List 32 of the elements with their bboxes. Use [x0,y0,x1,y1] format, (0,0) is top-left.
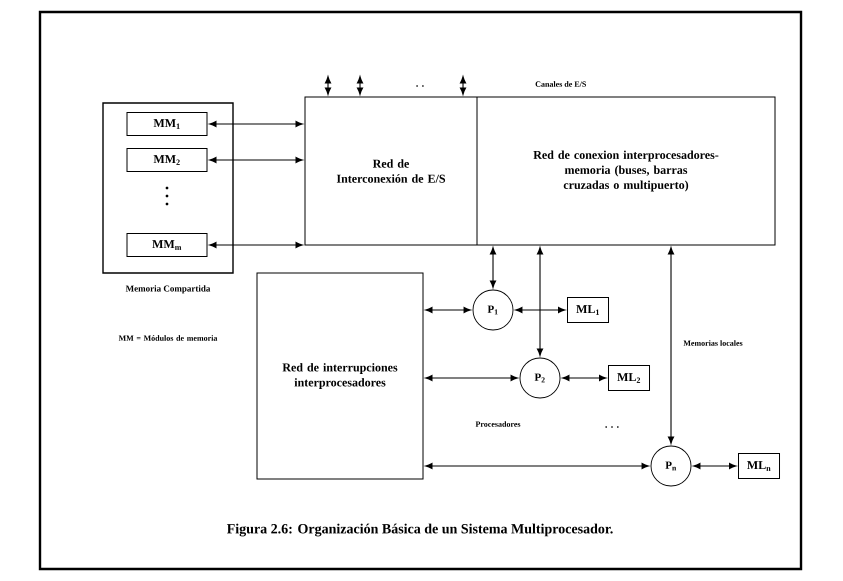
module-box: ML$_{n}$ [738,453,780,479]
arrow [668,247,674,444]
module-box: MM$_{2}$ [126,148,208,172]
arrow [460,76,466,95]
legend-note: MM = Módulos de memoria [118,335,218,341]
network-box: Red de interrupciones interprocesadores [256,272,424,480]
ellipsis-dots: . . [416,85,424,87]
network-box: Red de conexion interprocesadores-memoria (buses, barras cruzadas o multipuerto) [476,96,776,246]
arrow [356,76,364,95]
module-box: ML$_{1}$ [567,297,609,323]
memory-label: Memorias locales [682,339,744,347]
module-box: MM$_{1}$ [126,112,208,136]
arrow [425,374,518,382]
arrow [490,247,496,288]
arrow [324,76,332,95]
arrow [425,306,471,314]
caption: Figura 2.6: Organización Básica de un Sistema Multiprocesador. [226,524,613,536]
ellipsis-dots: . . . [605,426,619,428]
module-box: ML$_{2}$ [608,365,650,391]
processor-label: Procesadores [476,421,520,427]
arrow [209,242,303,248]
arrow [425,462,649,470]
module-box: MM$_{m}$ [126,233,208,257]
arrow [515,306,566,314]
network-box: Red de Interconexión de E/S [304,96,478,246]
channel-label: Canales de E/S [536,81,586,87]
arrow [562,374,606,382]
arrow [209,156,303,164]
arrow [693,462,736,470]
arrow [536,247,544,356]
node-label: Memoria Compartida [126,285,210,294]
arrow [209,120,303,128]
